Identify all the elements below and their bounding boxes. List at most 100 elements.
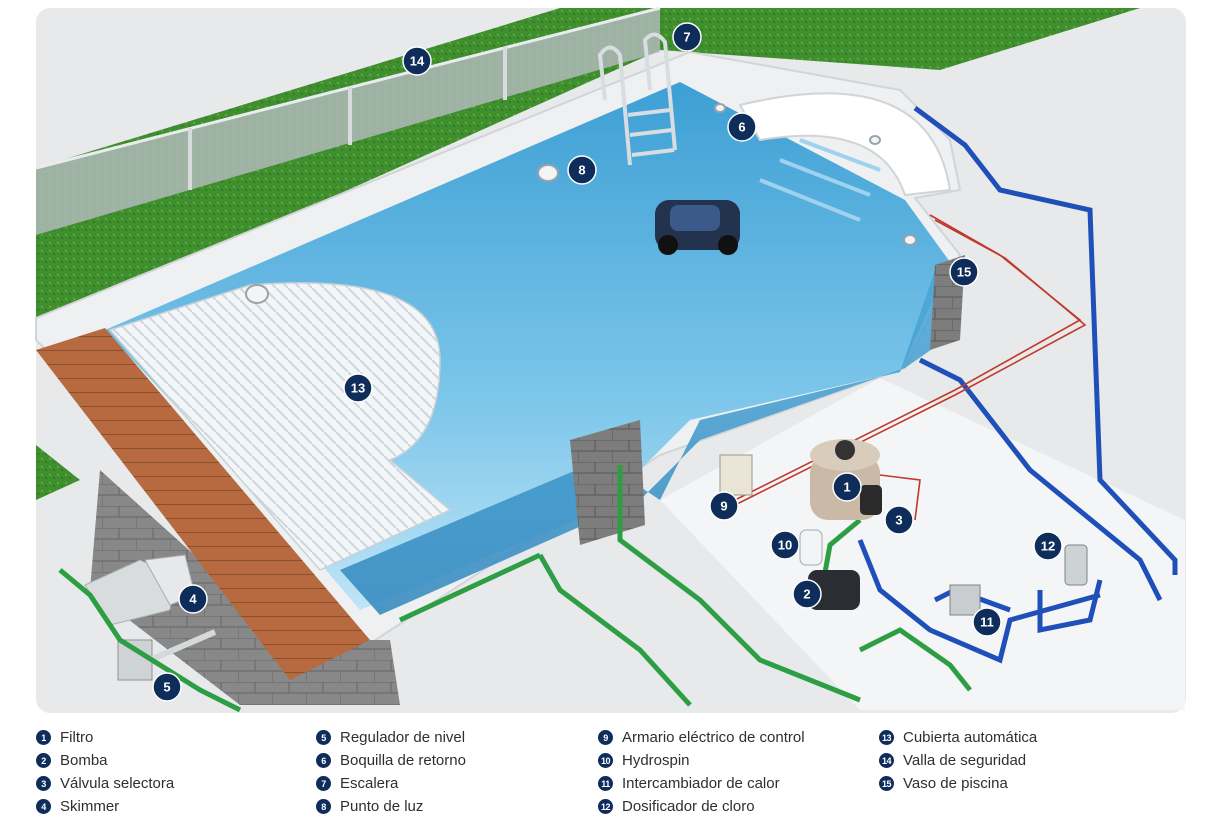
legend-number-badge: 6 xyxy=(316,753,331,768)
legend-number-badge: 10 xyxy=(598,753,613,768)
legend-item-punto-luz: 8 Punto de luz xyxy=(316,795,466,818)
legend-label: Bomba xyxy=(60,752,108,769)
legend-column-1: 1 Filtro 2 Bomba 3 Válvula selectora 4 Skimm… xyxy=(36,726,174,818)
diagram-marker-label: 3 xyxy=(895,513,902,528)
diagram-marker-2: 2 xyxy=(792,579,822,609)
legend-item-filtro: 1 Filtro xyxy=(36,726,174,749)
hydrospin-unit xyxy=(799,529,823,566)
pool-steps xyxy=(738,92,952,197)
legend-label: Boquilla de retorno xyxy=(340,752,466,769)
diagram-marker-label: 5 xyxy=(163,680,170,695)
diagram-marker-label: 2 xyxy=(803,587,810,602)
diagram-marker-12: 12 xyxy=(1033,531,1063,561)
blue-pipes xyxy=(857,105,1178,664)
legend-column-2: 5 Regulador de nivel 6 Boquilla de retorno… xyxy=(316,726,466,818)
diagram-marker-5: 5 xyxy=(152,672,182,702)
diagram-marker-label: 11 xyxy=(980,615,994,630)
legend-label: Hydrospin xyxy=(622,752,690,769)
legend-number-badge: 14 xyxy=(879,753,894,768)
lawn-left xyxy=(36,445,80,500)
legend-number-badge: 2 xyxy=(36,753,51,768)
diagram-marker-1: 1 xyxy=(832,472,862,502)
diagram-marker-13: 13 xyxy=(343,373,373,403)
legend-number-badge: 3 xyxy=(36,776,51,791)
diagram-marker-15: 15 xyxy=(949,257,979,287)
diagram-marker-label: 9 xyxy=(720,499,727,514)
green-pipes xyxy=(58,465,972,713)
lawn xyxy=(36,8,1140,330)
diagram-marker-14: 14 xyxy=(402,46,432,76)
legend-number-badge: 1 xyxy=(36,730,51,745)
legend: 1 Filtro 2 Bomba 3 Válvula selectora 4 Skimm… xyxy=(36,726,1216,818)
diagram-marker-3: 3 xyxy=(884,505,914,535)
legend-label: Valla de seguridad xyxy=(903,752,1027,769)
legend-item-intercambiador: 11 Intercambiador de calor xyxy=(598,772,805,795)
legend-item-escalera: 7 Escalera xyxy=(316,772,466,795)
diagram-marker-label: 13 xyxy=(351,381,365,396)
legend-item-valla: 14 Valla de seguridad xyxy=(879,749,1037,772)
legend-item-skimmer: 4 Skimmer xyxy=(36,795,174,818)
diagram-marker-label: 14 xyxy=(410,54,425,69)
legend-number-badge: 7 xyxy=(316,776,331,791)
legend-number-badge: 15 xyxy=(879,776,894,791)
legend-label: Filtro xyxy=(60,729,94,746)
legend-label: Punto de luz xyxy=(340,798,424,815)
diagram-marker-label: 15 xyxy=(957,265,971,280)
legend-item-hydrospin: 10 Hydrospin xyxy=(598,749,805,772)
selector-valve xyxy=(860,485,882,515)
diagram-marker-label: 4 xyxy=(189,592,197,607)
legend-number-badge: 11 xyxy=(598,776,613,791)
diagram-marker-8: 8 xyxy=(567,155,597,185)
heat-exchanger xyxy=(949,584,981,616)
diagram-marker-10: 10 xyxy=(770,530,800,560)
legend-item-boquilla: 6 Boquilla de retorno xyxy=(316,749,466,772)
diagram-marker-label: 8 xyxy=(578,163,585,178)
legend-number-badge: 5 xyxy=(316,730,331,745)
legend-number-badge: 13 xyxy=(879,730,894,745)
legend-item-bomba: 2 Bomba xyxy=(36,749,174,772)
legend-label: Regulador de nivel xyxy=(340,729,466,746)
legend-number-badge: 9 xyxy=(598,730,613,745)
red-wires xyxy=(734,214,1087,521)
diagram-marker-label: 7 xyxy=(683,30,690,45)
legend-label: Escalera xyxy=(340,775,399,792)
pump xyxy=(808,570,860,610)
control-cabinet xyxy=(719,454,753,496)
diagram-marker-9: 9 xyxy=(709,491,739,521)
legend-number-badge: 8 xyxy=(316,799,331,814)
legend-number-badge: 4 xyxy=(36,799,51,814)
legend-item-cubierta: 13 Cubierta automática xyxy=(879,726,1037,749)
legend-item-armario: 9 Armario eléctrico de control xyxy=(598,726,805,749)
chlorine-doser xyxy=(1064,544,1088,586)
diagram-marker-label: 1 xyxy=(843,480,850,495)
legend-label: Skimmer xyxy=(60,798,120,815)
legend-column-4: 13 Cubierta automática 14 Valla de segurid… xyxy=(879,726,1037,795)
wood-deck xyxy=(36,328,370,680)
legend-label: Vaso de piscina xyxy=(903,775,1008,792)
diagram-marker-4: 4 xyxy=(178,584,208,614)
diagram-marker-11: 11 xyxy=(972,607,1002,637)
diagram-marker-label: 12 xyxy=(1041,539,1055,554)
legend-label: Armario eléctrico de control xyxy=(622,729,805,746)
diagram-marker-label: 10 xyxy=(778,538,792,553)
legend-label: Cubierta automática xyxy=(903,729,1038,746)
pool-lights xyxy=(245,103,917,304)
diagram-marker-7: 7 xyxy=(672,22,702,52)
diagram-marker-6: 6 xyxy=(727,112,757,142)
legend-number-badge: 12 xyxy=(598,799,613,814)
legend-label: Intercambiador de calor xyxy=(622,775,780,792)
pool-robot xyxy=(655,200,740,255)
block-wall xyxy=(570,420,645,545)
diagram-marker-label: 6 xyxy=(738,120,745,135)
legend-item-valvula: 3 Válvula selectora xyxy=(36,772,174,795)
legend-label: Dosificador de cloro xyxy=(622,798,755,815)
legend-item-vaso: 15 Vaso de piscina xyxy=(879,772,1037,795)
legend-label: Válvula selectora xyxy=(60,775,175,792)
legend-item-dosificador: 12 Dosificador de cloro xyxy=(598,795,805,818)
legend-item-regulador: 5 Regulador de nivel xyxy=(316,726,466,749)
legend-column-3: 9 Armario eléctrico de control 10 Hydrospi… xyxy=(598,726,805,818)
step-lines xyxy=(759,138,881,222)
automatic-cover xyxy=(108,282,452,571)
pool-ladder xyxy=(597,32,677,166)
